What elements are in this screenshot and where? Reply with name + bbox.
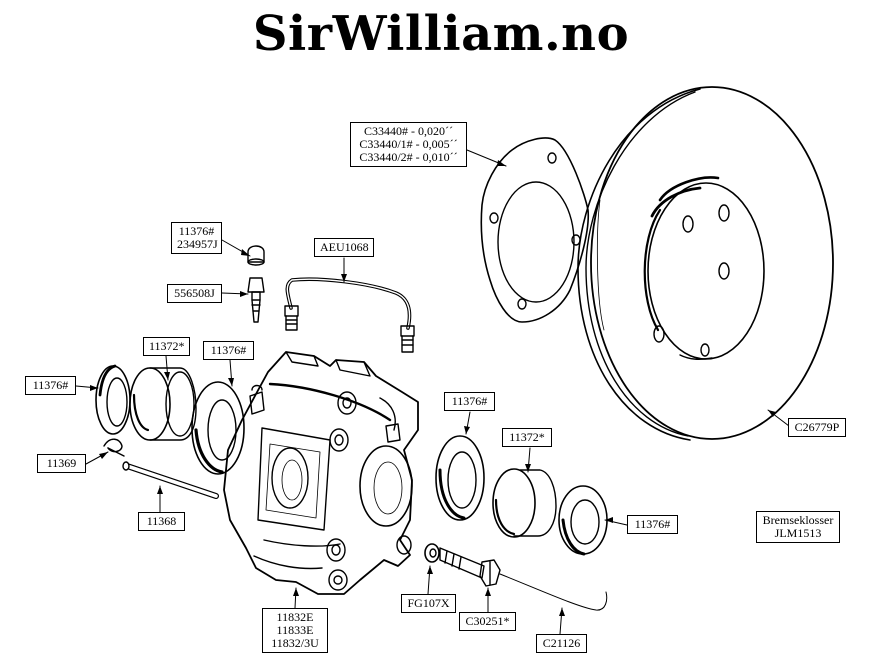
label-wire: C21126 xyxy=(536,634,587,653)
label-bolt: C30251* xyxy=(459,612,516,631)
label-piston-left: 11372* xyxy=(143,337,190,356)
label-caliper: 11832E 11833E 11832/3U xyxy=(262,608,328,653)
locking-wire-drawing xyxy=(499,573,608,611)
right-seal-inner-drawing xyxy=(435,435,485,521)
label-bleed-cap-line-1: 11376# xyxy=(178,224,215,238)
label-bolt-text: C30251* xyxy=(465,614,510,628)
washer-drawing xyxy=(424,543,440,563)
label-wire-text: C21126 xyxy=(542,636,581,650)
label-seal-top-left: 11376# xyxy=(203,341,254,360)
label-clip: 11369 xyxy=(37,454,86,473)
left-seal-outer-drawing xyxy=(95,364,131,435)
retaining-pin-drawing xyxy=(122,461,219,499)
label-bleed-cap-line-2: 234957J xyxy=(177,237,218,251)
label-pin: 11368 xyxy=(138,512,185,531)
label-clip-text: 11369 xyxy=(46,456,77,470)
label-brake-pipe: AEU1068 xyxy=(314,238,374,257)
caliper-body-drawing xyxy=(223,351,419,595)
label-piston-right: 11372* xyxy=(502,428,552,447)
label-piston-left-text: 11372* xyxy=(149,339,185,353)
label-brake-pipe-text: AEU1068 xyxy=(320,240,369,254)
label-brake-disc-text: C26779P xyxy=(794,420,840,434)
label-brake-pads: Bremseklosser JLM1513 xyxy=(756,511,840,543)
label-washer-text: FG107X xyxy=(407,596,450,610)
label-shim-line-3: C33440/2# - 0,010´´ xyxy=(359,150,458,164)
label-piston-right-text: 11372* xyxy=(509,430,545,444)
label-shim-line-1: C33440# - 0,020´´ xyxy=(364,124,453,138)
label-caliper-line-2: 11833E xyxy=(276,623,314,637)
label-seal-right-outer-text: 11376# xyxy=(634,517,671,531)
label-bleed-screw-text: 556508J xyxy=(174,286,215,300)
left-seal-inner-drawing xyxy=(191,381,245,475)
label-washer: FG107X xyxy=(401,594,456,613)
label-brake-disc: C26779P xyxy=(788,418,846,437)
label-shim-line-2: C33440/1# - 0,005´´ xyxy=(359,137,458,151)
bolt-drawing xyxy=(439,547,501,587)
label-bleed-cap: 11376# 234957J xyxy=(171,222,222,254)
site-title: SirWilliam.no xyxy=(252,6,630,62)
brake-disc-drawing xyxy=(577,86,834,441)
label-shim-plate: C33440# - 0,020´´ C33440/1# - 0,005´´ C3… xyxy=(350,122,467,167)
label-seal-top-left-text: 11376# xyxy=(210,343,247,357)
right-seal-outer-drawing xyxy=(558,485,608,556)
retaining-clip-drawing xyxy=(103,438,125,457)
label-brake-pads-line-1: Bremseklosser xyxy=(762,513,834,527)
right-piston-drawing xyxy=(492,468,557,538)
label-seal-far-left: 11376# xyxy=(25,376,76,395)
label-seal-right-top: 11376# xyxy=(444,392,495,411)
label-seal-far-left-text: 11376# xyxy=(32,378,69,392)
shim-plate-drawing xyxy=(480,137,590,323)
leader-arrowheads xyxy=(90,160,776,616)
label-brake-pads-line-2: JLM1513 xyxy=(774,526,822,540)
bleed-cap-drawing xyxy=(247,245,265,266)
brake-pipe-drawing xyxy=(284,277,415,353)
label-bleed-screw: 556508J xyxy=(167,284,222,303)
label-seal-right-top-text: 11376# xyxy=(451,394,488,408)
bleed-screw-drawing xyxy=(247,277,265,323)
label-caliper-line-3: 11832/3U xyxy=(271,636,319,650)
label-seal-right-outer: 11376# xyxy=(627,515,678,534)
label-pin-text: 11368 xyxy=(146,514,177,528)
label-caliper-line-1: 11832E xyxy=(276,610,314,624)
left-piston-drawing xyxy=(129,367,197,441)
